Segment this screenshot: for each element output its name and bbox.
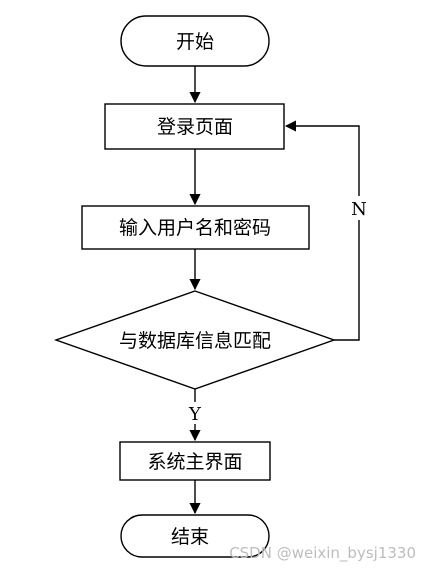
- main-interface-box: 系统主界面: [119, 441, 271, 481]
- input-credentials-label: 输入用户名和密码: [119, 217, 271, 239]
- decision-label: 与数据库信息匹配: [119, 330, 271, 352]
- yes-label-bg: [185, 402, 205, 424]
- end-label: 结束: [171, 526, 209, 548]
- start-label: 开始: [176, 31, 214, 53]
- watermark-text: CSDN @weixin_bysj1330: [229, 544, 416, 563]
- login-page-box: 登录页面: [104, 103, 285, 150]
- start-terminal: 开始: [120, 15, 270, 67]
- login-page-label: 登录页面: [157, 116, 233, 138]
- main-interface-label: 系统主界面: [147, 451, 242, 473]
- input-credentials-box: 输入用户名和密码: [81, 205, 310, 250]
- edge-no-label: N: [351, 199, 367, 220]
- no-label-bg: [349, 196, 369, 220]
- decision-diamond: 与数据库信息匹配: [53, 290, 337, 390]
- edge-yes-label: Y: [188, 404, 202, 425]
- end-terminal: 结束: [120, 514, 270, 558]
- arrow-no-loop: [284, 120, 360, 341]
